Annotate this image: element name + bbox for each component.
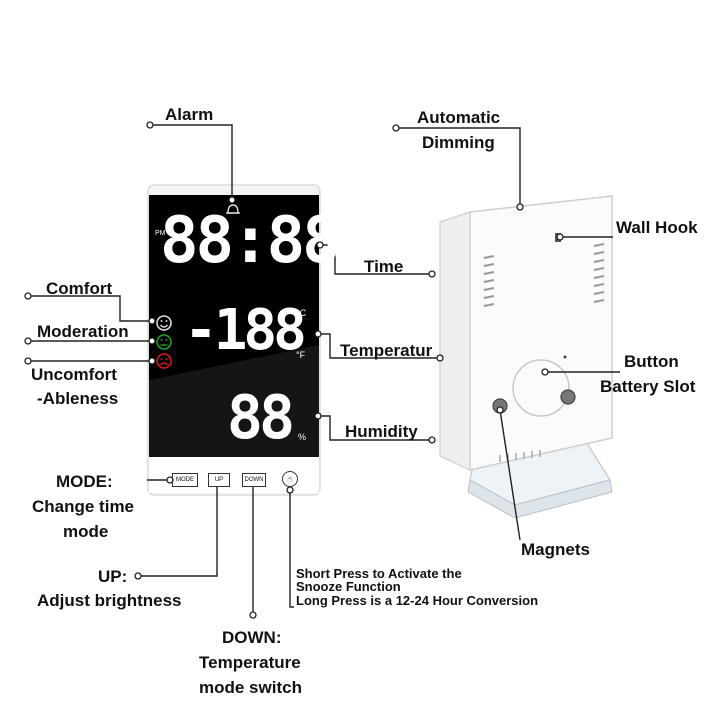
down-callout-line2: Temperature: [199, 653, 301, 672]
uncomfortable-label-line2: -Ableness: [37, 389, 119, 408]
battery-slot-cover: [512, 359, 570, 417]
down-button-label: DOWN: [244, 477, 264, 483]
dimming-label-line2: Dimming: [422, 133, 495, 152]
back-clock: [439, 195, 613, 519]
up-button-label: UP: [214, 477, 224, 483]
humidity-digits: 88: [226, 383, 295, 453]
mode-callout-line3: mode: [63, 522, 109, 541]
time-digits: 88:88: [160, 204, 341, 278]
up-callout-title: UP:: [98, 567, 128, 586]
percent-unit: %: [298, 432, 307, 442]
mode-callout-line2: Change time: [32, 497, 135, 516]
wall-hook-label: Wall Hook: [616, 218, 698, 237]
mode-button-label: MODE: [176, 477, 194, 483]
snooze-callout-line1: Short Press to Activate the: [296, 566, 462, 581]
uncomfortable-label-line1: Uncomfort: [31, 365, 117, 384]
dimming-label-line1: Automatic: [417, 108, 501, 127]
celsius-unit: °C: [296, 308, 307, 318]
snooze-callout-line2: Snooze Function: [296, 579, 401, 594]
time-label: Time: [364, 257, 404, 276]
alarm-label: Alarm: [165, 105, 214, 124]
battery-slot-label: Battery Slot: [600, 377, 696, 396]
button-label: Button: [624, 352, 679, 371]
down-callout-line3: mode switch: [199, 678, 302, 697]
magnets-label: Magnets: [521, 540, 590, 559]
mode-button[interactable]: MODE: [172, 473, 198, 487]
alarm-bell-icon: [226, 204, 240, 214]
up-button[interactable]: UP: [208, 473, 230, 487]
moderation-label: Moderation: [37, 322, 129, 341]
up-callout-line2: Adjust brightness: [37, 591, 182, 610]
comfort-face-icon: [156, 315, 172, 331]
uncomfortable-face-icon: [156, 353, 172, 369]
pm-indicator: PM: [155, 230, 166, 237]
down-button[interactable]: DOWN: [242, 473, 266, 487]
humidity-label: Humidity: [345, 422, 418, 441]
fahrenheit-unit: °F: [296, 350, 306, 360]
down-callout-title: DOWN:: [222, 628, 282, 647]
moderation-face-icon: [156, 334, 172, 350]
leader-dots: [24, 121, 564, 619]
comfort-label: Comfort: [46, 279, 113, 298]
snooze-callout-line3: Long Press is a 12-24 Hour Conversion: [296, 593, 539, 608]
snooze-touch-icon[interactable]: ☝: [282, 471, 298, 487]
leader-lines: [28, 124, 620, 615]
mode-callout-title: MODE:: [56, 472, 113, 491]
temperature-label: Temperatur: [340, 341, 433, 360]
temperature-digits: -188: [184, 298, 307, 363]
